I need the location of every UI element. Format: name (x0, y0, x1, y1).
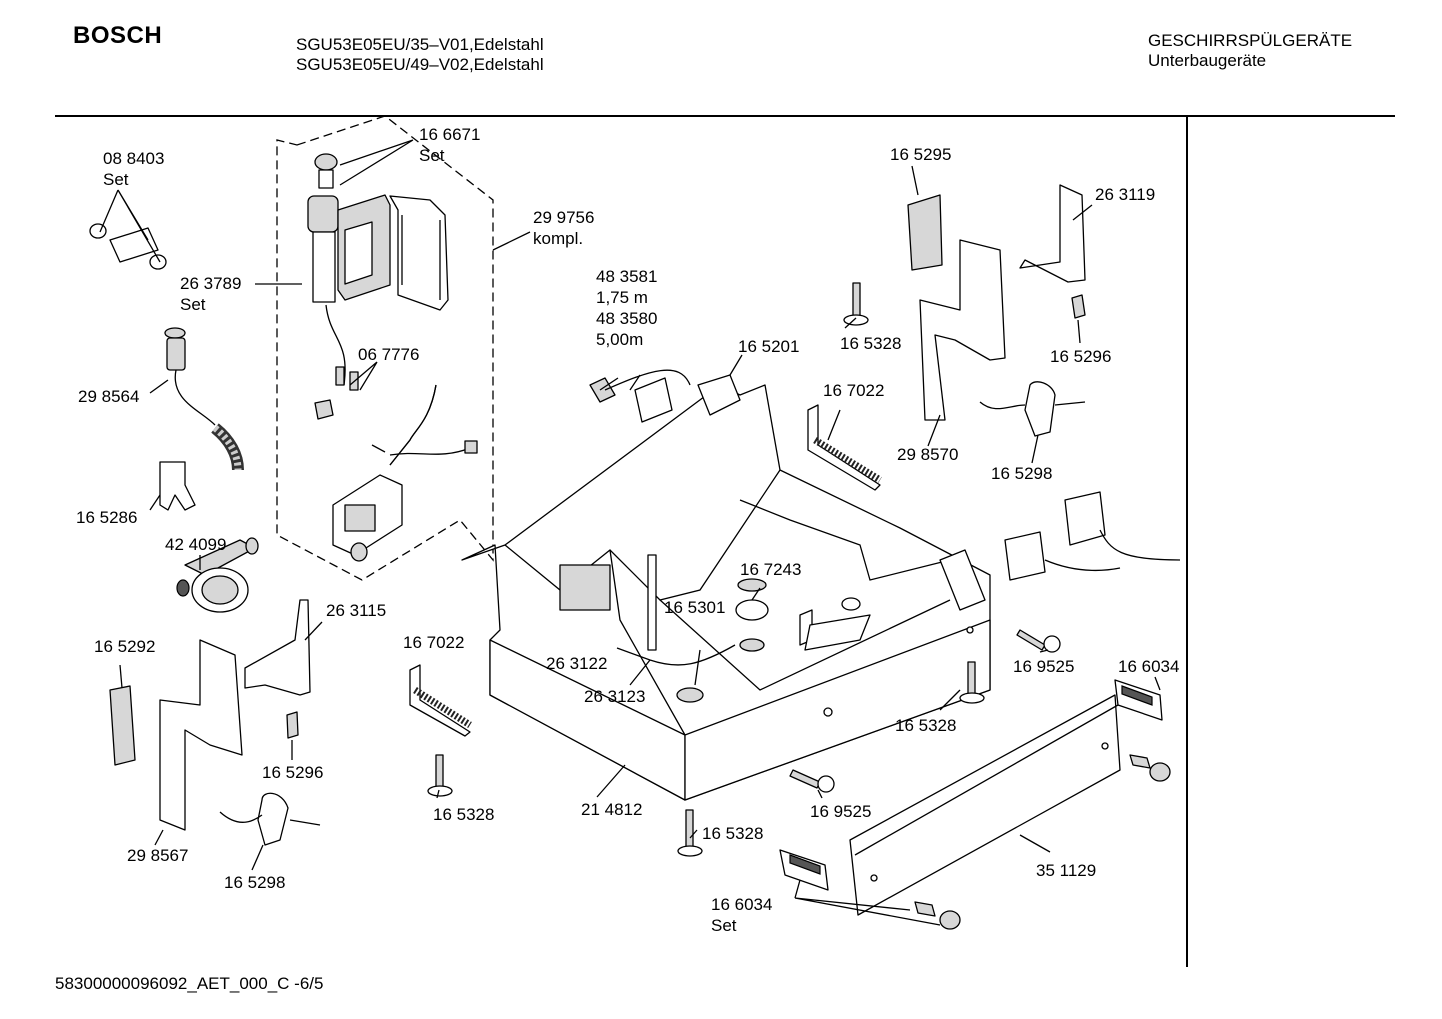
part-callout: 26 3123 (584, 687, 646, 706)
part-callout: 26 3119 (1095, 185, 1156, 204)
inlet-valve-unit (307, 153, 449, 420)
part-callout: 16 5298 (224, 873, 286, 892)
part-callout: 35 1129 (1036, 861, 1097, 880)
part-callout: 16 6034 (1118, 657, 1180, 676)
model-line-2: SGU53E05EU/49–V02,Edelstahl (296, 55, 544, 74)
document-id: 58300000096092_AET_000_C -6/5 (55, 974, 324, 993)
part-callout: 16 5328 (840, 334, 902, 353)
part-callout: 16 7022 (403, 633, 465, 652)
aquastop-sensor-bracket (332, 474, 403, 562)
power-cable-connector (589, 369, 741, 423)
hose-holder-clip (159, 461, 196, 511)
callout-leader-lines (99, 139, 1161, 926)
kick-plate (849, 694, 1121, 916)
model-line-1: SGU53E05EU/35–V01,Edelstahl (296, 35, 544, 54)
kick-plate-brackets (779, 679, 1171, 930)
part-callout: 16 5201 (738, 337, 800, 356)
float-spring-left (409, 664, 472, 737)
right-foot-bracket (907, 184, 1086, 437)
appliance-category: GESCHIRRSPÜLGERÄTE (1148, 31, 1353, 50)
part-callout: 16 9525 (1013, 657, 1075, 676)
brand-logo: BOSCH (73, 22, 163, 49)
mounting-bolts (789, 629, 1061, 793)
part-callout: 16 5296 (262, 763, 324, 782)
drain-pump (176, 537, 259, 613)
part-callout: 16 5292 (94, 637, 156, 656)
left-foot-bracket (109, 599, 321, 846)
part-callout: 16 5298 (991, 464, 1053, 483)
part-callout: 21 4812 (581, 800, 643, 819)
float-spring-right (807, 404, 882, 491)
appliance-subcategory: Unterbaugeräte (1148, 51, 1267, 70)
part-callout: 16 5301 (664, 598, 726, 617)
part-callout: 16 5328 (895, 716, 957, 735)
part-callout: 16 7022 (823, 381, 885, 400)
part-callout: 06 7776 (358, 345, 420, 364)
part-callout: 29 8570 (897, 445, 959, 464)
part-callout: 16 9525 (810, 802, 872, 821)
inlet-hose (371, 384, 478, 466)
part-callout: 29 8567 (127, 846, 189, 865)
part-callout: 42 4099 (165, 535, 227, 554)
drain-hose (164, 327, 244, 471)
part-callout: 16 5295 (890, 145, 952, 164)
part-callout: 26 3115 (326, 601, 387, 620)
wiring-harness-connectors (1004, 491, 1181, 581)
part-callout: 29 8564 (78, 387, 140, 406)
hose-clamp-set (89, 223, 167, 270)
part-callout: 26 3122 (546, 654, 608, 673)
part-callout: 16 7243 (740, 560, 802, 579)
part-callout: 16 5328 (433, 805, 495, 824)
part-callout: 16 5328 (702, 824, 764, 843)
part-callout: 16 5296 (1050, 347, 1112, 366)
leveling-foot-screws (427, 282, 985, 857)
part-callout: 16 5286 (76, 508, 138, 527)
base-frame (461, 384, 991, 801)
